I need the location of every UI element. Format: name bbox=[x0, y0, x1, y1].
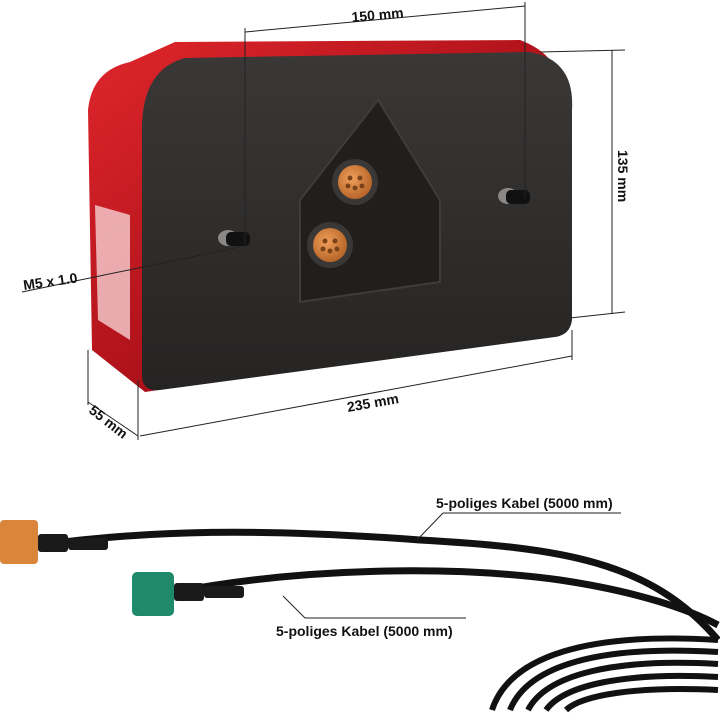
thread-callout: M5 x 1.0 bbox=[21, 246, 241, 293]
mounting-stud-right bbox=[498, 188, 530, 204]
green-cable-connector bbox=[132, 572, 244, 616]
orange-socket-2 bbox=[307, 222, 353, 268]
cable-1-label: 5-poliges Kabel (5000 mm) bbox=[436, 495, 613, 511]
cable-coil bbox=[489, 635, 719, 713]
tail-lamp bbox=[88, 40, 573, 392]
thread-label: M5 x 1.0 bbox=[22, 270, 78, 293]
dimension-width-top-label: 150 mm bbox=[351, 5, 404, 25]
cable-2-label: 5-poliges Kabel (5000 mm) bbox=[276, 623, 453, 639]
dimension-depth-label: 55 mm bbox=[86, 402, 131, 442]
orange-cable-connector bbox=[0, 520, 108, 564]
side-lens-window bbox=[95, 205, 130, 340]
dimension-135: 135 mm bbox=[539, 49, 631, 319]
dimension-150: 150 mm bbox=[244, 2, 526, 245]
cable-callout-2: 5-poliges Kabel (5000 mm) bbox=[276, 595, 466, 639]
cable-callout-1: 5-poliges Kabel (5000 mm) bbox=[416, 495, 621, 541]
dimension-width-bottom-label: 235 mm bbox=[346, 390, 400, 415]
cable-assembly bbox=[0, 520, 720, 713]
orange-socket-1 bbox=[332, 159, 378, 205]
mounting-stud-left bbox=[218, 230, 250, 246]
dimension-height-label: 135 mm bbox=[615, 150, 631, 202]
